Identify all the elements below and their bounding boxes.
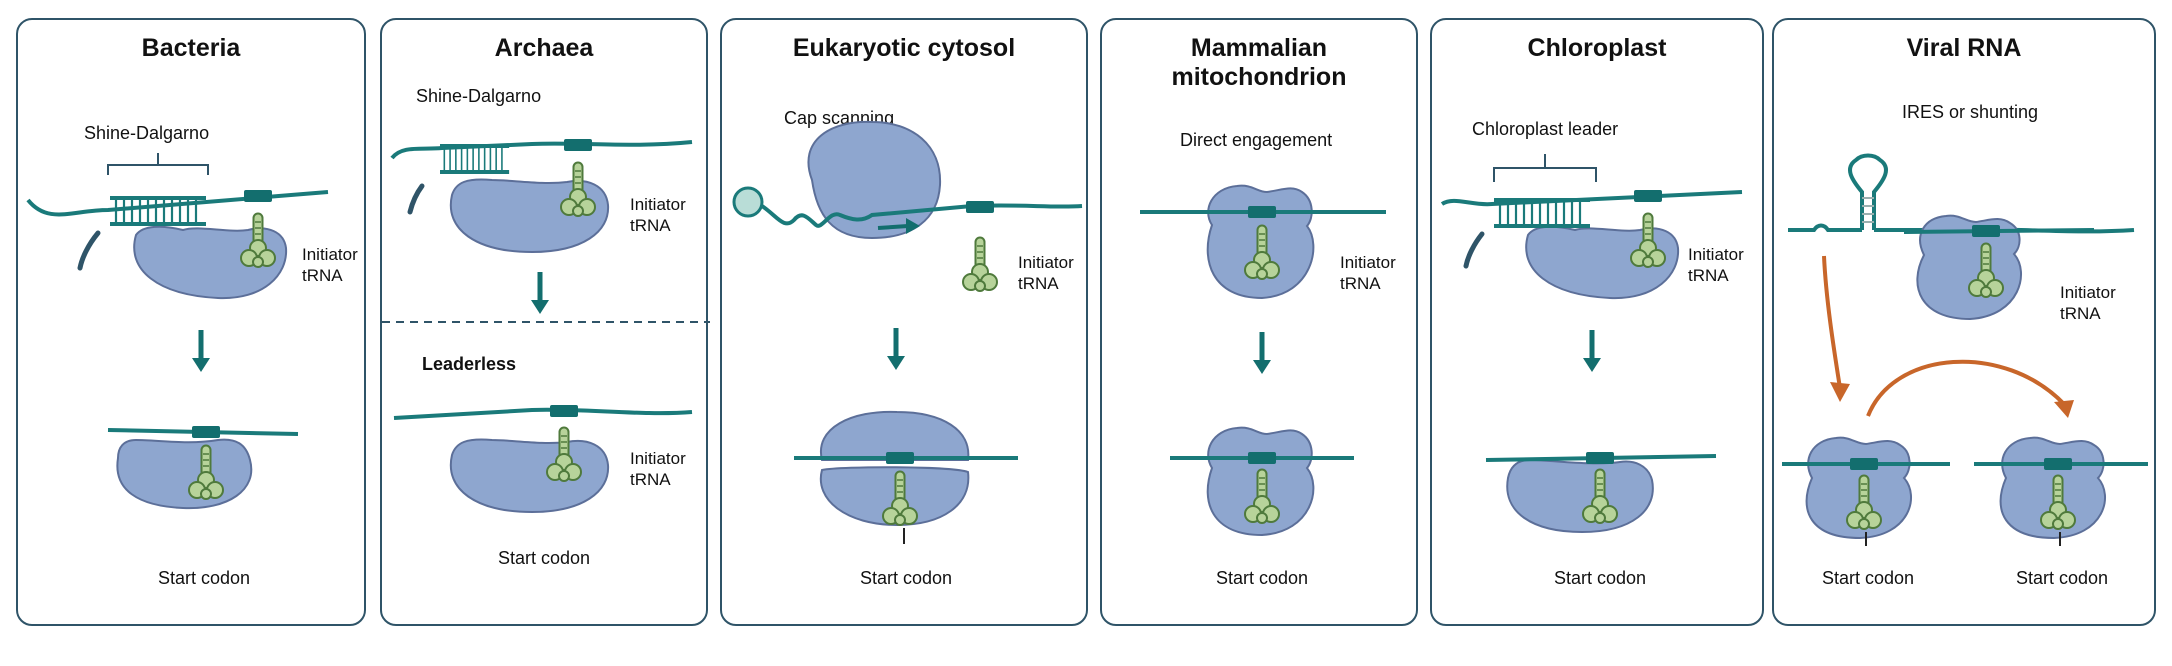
ribosome [1506,458,1654,534]
panel-title: Eukaryotic cytosol [792,34,1016,62]
5-prime-cap-icon [732,186,764,218]
down-arrow-icon [887,328,905,370]
eukaryotic-diagram [732,120,1083,544]
start-codon-box [1248,452,1276,464]
ribosome [116,438,253,510]
initiator-trna-icon [963,242,997,291]
shunt-arrow-icon [1822,255,1842,389]
mitochondrion-diagram [1140,184,1386,537]
start-codon-box [1850,458,1878,470]
mrna-strand [760,203,1083,228]
start-codon-label: Start codon [157,568,251,588]
start-codon-box [564,139,592,151]
sd-pairing-icon [438,144,512,174]
shine-dalgarno-label: Shine-Dalgarno [416,86,542,106]
start-codon-box [1248,206,1276,218]
ires-stem-loop-icon [1848,153,1888,230]
sd-pairing-icon [1492,198,1592,228]
down-arrow-icon [531,272,549,314]
ires-or-shunting-label: IRES or shunting [1901,102,2039,122]
panel-title: Archaea [494,34,594,62]
start-codon-label: Start codon [1821,568,1915,588]
mrna-strand [390,140,693,160]
ribosome [449,178,610,254]
panel-mammalian-mitochondrion: Mammalian mitochondrion Direct engagemen… [1100,18,1418,626]
bacteria-diagram [26,153,329,510]
panel-title: Viral RNA [1906,34,2022,62]
rrna-tail [77,230,101,271]
scan-arrow [877,224,909,230]
start-codon-label: Start codon [497,548,591,568]
shine-dalgarno-label: Shine-Dalgarno [84,123,210,143]
panel-eukaryotic-cytosol: Eukaryotic cytosol Cap scanning Initiato… [720,18,1088,626]
start-codon-box [1972,225,2000,237]
start-codon-label: Start codon [1215,568,1309,588]
mrna-strand [26,190,329,217]
start-codon-box [1634,190,1662,202]
down-arrow-icon [192,330,210,372]
chloroplast-diagram [1440,154,1743,534]
start-codon-label: Start codon [859,568,953,588]
start-codon-box [244,190,272,202]
start-codon-box [1586,452,1614,464]
archaea-diagram [382,139,710,514]
rrna-tail [407,183,425,215]
down-arrow-icon [1253,332,1271,374]
start-codon-label: Start codon [1553,568,1647,588]
panel-title: Chloroplast [1527,34,1667,62]
start-codon-box [2044,458,2072,470]
chloroplast-leader-label: Chloroplast leader [1472,119,1619,139]
start-codon-box [550,405,578,417]
scan-arrowhead [906,218,920,234]
rrna-tail [1463,231,1485,269]
bracket [107,164,209,175]
ribosome [133,225,288,300]
direct-engagement-label: Direct engagement [1180,130,1333,150]
start-codon-box [192,426,220,438]
mrna-strand [393,407,693,420]
start-codon-box [886,452,914,464]
start-codon-label: Start codon [2015,568,2109,588]
leaderless-label: Leaderless [422,354,517,374]
ribosome [449,438,610,514]
viral-rna-diagram [1782,153,2148,546]
ribosome-large [819,410,970,461]
ribosome [807,120,942,240]
start-codon-box [966,201,994,213]
panel-title: Mammalian mitochondrion [1171,34,1347,91]
bracket [1493,167,1597,182]
down-arrow-icon [1583,330,1601,372]
panel-chloroplast: Chloroplast Chloroplast leader Initiator… [1430,18,1764,626]
mrna-strand [1440,190,1743,207]
panel-title: Bacteria [141,34,241,62]
shunt-arrow-icon [1866,359,2066,417]
